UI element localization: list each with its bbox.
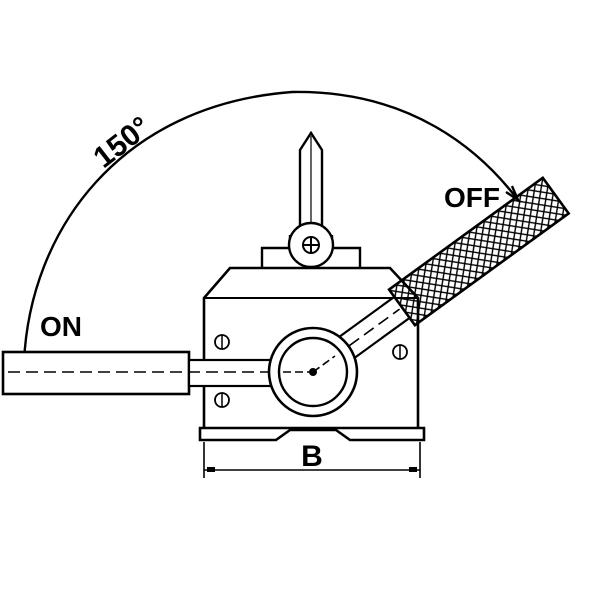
lifting-handle <box>298 130 324 232</box>
off-label: OFF <box>444 182 500 213</box>
pivot-boss <box>260 221 362 269</box>
housing-screw-right <box>392 344 408 360</box>
angle-label: 150° <box>88 110 157 174</box>
dimension-b <box>203 442 421 478</box>
rotary-hub <box>267 326 359 418</box>
housing-screw-top-left <box>214 334 230 350</box>
swing-arc <box>22 90 519 363</box>
dimension-b-label: B <box>301 440 323 473</box>
on-label: ON <box>40 311 82 342</box>
housing-screw-bottom-left <box>214 392 230 408</box>
